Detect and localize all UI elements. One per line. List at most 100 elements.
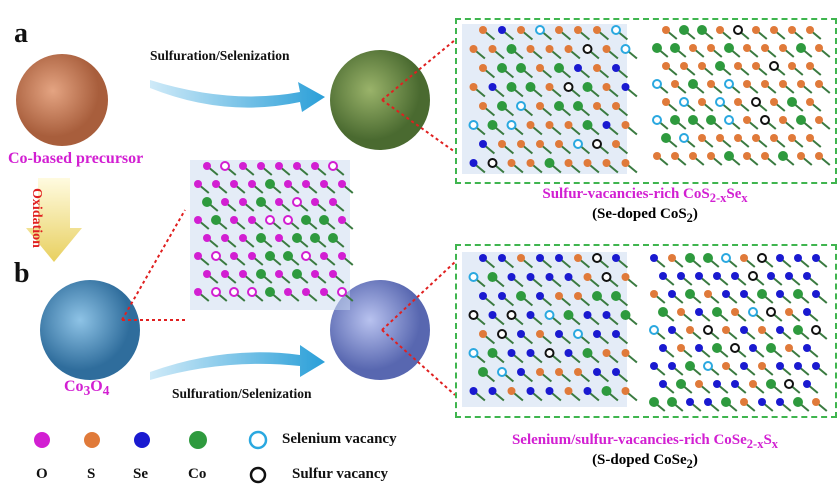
- atom: [582, 120, 593, 130]
- atom: [815, 116, 823, 124]
- atom: [788, 62, 796, 70]
- atom: [583, 387, 592, 395]
- atom: [796, 43, 806, 53]
- atom: [194, 288, 202, 296]
- atom: [320, 288, 328, 296]
- atom: [697, 25, 707, 35]
- oxidation-arrow: [26, 178, 82, 262]
- atom: [592, 253, 602, 263]
- atom: [679, 25, 689, 35]
- legend-label-s: S: [87, 466, 96, 482]
- legend-se-atom: [134, 432, 150, 448]
- atom: [677, 272, 685, 280]
- atom: [564, 45, 573, 53]
- atom: [730, 343, 740, 353]
- atom: [545, 273, 554, 281]
- atom: [704, 290, 712, 298]
- atom: [488, 45, 497, 53]
- atom: [526, 121, 535, 129]
- atom: [574, 368, 582, 376]
- atom: [806, 134, 814, 142]
- atom: [256, 233, 266, 243]
- atom: [301, 251, 311, 261]
- atom: [563, 310, 574, 320]
- atom: [803, 308, 811, 316]
- atom: [652, 79, 662, 89]
- atom: [722, 326, 730, 334]
- atom: [337, 287, 347, 297]
- atom: [722, 362, 730, 370]
- atom: [302, 180, 310, 188]
- atom: [797, 152, 805, 160]
- legend-label-se: Se: [133, 466, 148, 482]
- atom: [536, 330, 544, 338]
- atom: [796, 115, 806, 125]
- atom: [479, 102, 487, 110]
- atom: [275, 198, 283, 206]
- legend-s-vacancy: [249, 466, 267, 484]
- atom: [724, 79, 734, 89]
- atom: [545, 387, 554, 395]
- atom: [468, 120, 479, 130]
- atom: [778, 151, 788, 161]
- atom: [740, 398, 748, 406]
- sem-image-cose2: [330, 280, 430, 380]
- atom: [506, 82, 517, 92]
- atom: [671, 152, 679, 160]
- atom: [311, 198, 319, 206]
- atom: [743, 152, 751, 160]
- atom: [761, 80, 769, 88]
- oxidation-label: Oxidation: [28, 188, 44, 248]
- caption-a: Sulfur-vacancies-rich CoS2-xSex (Se-dope…: [542, 186, 748, 225]
- atom: [679, 133, 689, 143]
- atom: [815, 80, 823, 88]
- atom: [695, 344, 703, 352]
- atom: [564, 273, 573, 281]
- arrow-top: [150, 80, 325, 112]
- atom: [601, 386, 612, 396]
- atom: [676, 379, 686, 389]
- atom: [667, 397, 677, 407]
- atom: [212, 180, 220, 188]
- atom: [602, 311, 611, 319]
- legend-markers: [34, 430, 268, 484]
- co3o4-label: Co3O4: [64, 378, 110, 399]
- atom: [517, 330, 525, 338]
- atom: [194, 180, 202, 188]
- atom: [785, 272, 793, 280]
- atom: [788, 134, 796, 142]
- atom: [707, 44, 715, 52]
- atom: [292, 233, 302, 243]
- atom: [555, 26, 563, 34]
- atom: [329, 270, 337, 278]
- atom: [769, 61, 779, 71]
- atom: [779, 116, 787, 124]
- atom: [507, 349, 516, 357]
- atom: [784, 379, 794, 389]
- atom: [257, 162, 265, 170]
- atom: [611, 291, 621, 301]
- atom: [659, 272, 667, 280]
- atom: [516, 63, 526, 73]
- atom: [602, 83, 611, 91]
- atom: [733, 25, 743, 35]
- atom: [806, 62, 814, 70]
- atom: [621, 273, 630, 281]
- atom: [526, 387, 535, 395]
- atom: [203, 162, 211, 170]
- atom: [573, 101, 583, 111]
- atom: [661, 133, 671, 143]
- atom: [815, 44, 823, 52]
- atom: [688, 79, 698, 89]
- atom: [256, 197, 266, 207]
- atom: [506, 44, 517, 54]
- atom: [320, 180, 328, 188]
- atom: [712, 343, 722, 353]
- atom: [220, 161, 230, 171]
- atom: [487, 120, 498, 130]
- atom: [469, 387, 478, 395]
- atom: [338, 216, 346, 224]
- process-label-bottom: Sulfuration/Selenization: [172, 386, 312, 401]
- atom: [716, 134, 724, 142]
- atom: [620, 310, 631, 320]
